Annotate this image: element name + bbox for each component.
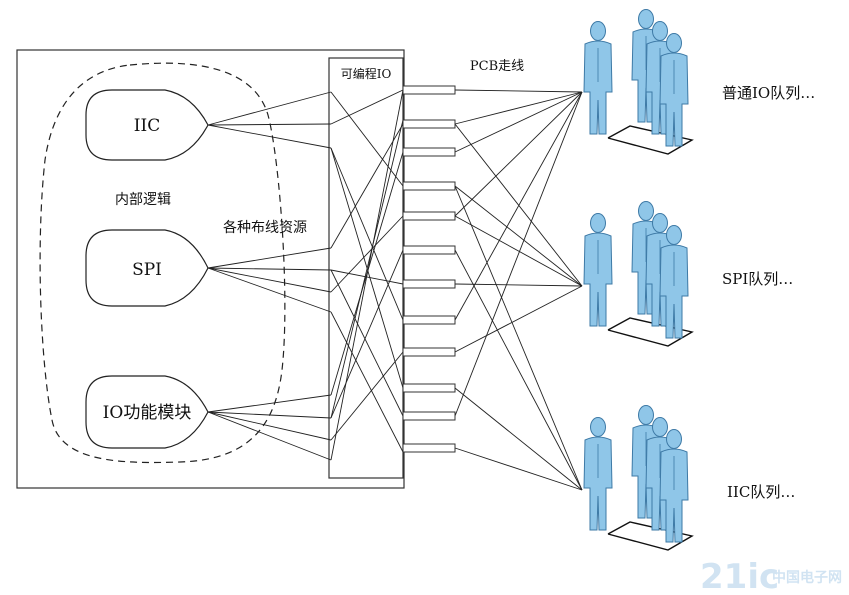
pcb-trace-label: PCB走线: [470, 59, 524, 74]
routing-wire: [207, 411, 332, 419]
io-pins: [402, 85, 456, 453]
spi-block: [85, 229, 209, 307]
io-pin: [402, 411, 456, 421]
routing-wire: [207, 411, 332, 461]
io-pin: [402, 85, 456, 95]
io-pin: [402, 147, 456, 157]
pcb-trace: [454, 283, 583, 287]
io-pin: [402, 315, 456, 325]
io-pin: [402, 211, 456, 221]
io-crossing-wire: [330, 269, 404, 285]
io-crossing-wire: [330, 123, 404, 249]
wires: [207, 89, 583, 491]
pcb-trace: [454, 91, 583, 217]
io-crossing-wire: [330, 311, 404, 453]
io-pin: [402, 181, 456, 191]
person-icon: [583, 21, 613, 135]
queue-group: [607, 521, 694, 551]
routing-resources-label: 各种布线资源: [223, 220, 307, 236]
io-crossing-wire: [330, 249, 404, 419]
programmable-io-column: [328, 57, 404, 479]
io-crossing-wire: [330, 89, 404, 125]
pcb-trace: [454, 387, 583, 491]
queue-group: [607, 125, 694, 155]
routing-wire: [207, 247, 332, 269]
pcb-trace: [454, 91, 583, 321]
io-crossing-wire: [330, 269, 404, 417]
io-pin: [402, 119, 456, 129]
io-pin: [402, 347, 456, 357]
io-pin: [402, 245, 456, 255]
iic-block-label: IIC: [134, 116, 160, 136]
routing-wire: [207, 91, 332, 126]
normal-io-queue-label: 普通IO队列…: [722, 84, 815, 102]
site-logo: 21ic 中国电子网: [700, 557, 842, 595]
io-pin: [402, 383, 456, 393]
routing-wire: [207, 394, 332, 413]
routing-wire: [207, 267, 332, 313]
iic-queue-label: IIC队列…: [727, 483, 795, 501]
pcb-trace: [454, 185, 583, 287]
io-module-block-label: IO功能模块: [103, 403, 192, 423]
io-pin: [402, 279, 456, 289]
pcb-trace: [454, 91, 583, 125]
io-module-block: [85, 375, 209, 449]
routing-wire: [207, 124, 332, 149]
io-crossing-wire: [330, 215, 404, 293]
programmable-io-label: 可编程IO: [341, 66, 392, 81]
pcb-trace: [454, 91, 583, 153]
internal-logic-region: [39, 62, 286, 464]
device-queues: [583, 9, 694, 551]
io-pin: [402, 443, 456, 453]
queue-group: [607, 317, 694, 347]
pcb-trace: [454, 249, 583, 491]
io-crossing-wire: [330, 89, 404, 461]
internal-logic-label: 内部逻辑: [115, 192, 171, 208]
spi-block-label: SPI: [132, 260, 162, 280]
pcb-trace: [454, 123, 583, 287]
iic-block: [85, 89, 209, 161]
io-crossing-wire: [330, 351, 404, 441]
routing-wire: [207, 411, 332, 441]
person-icon: [583, 213, 613, 327]
routing-wire: [207, 267, 332, 271]
io-crossing-wire: [330, 119, 404, 419]
io-crossing-wire: [330, 91, 404, 187]
chip-boundary: [16, 49, 405, 489]
pcb-trace: [454, 185, 583, 491]
routing-wire: [207, 267, 332, 293]
pcb-trace: [454, 89, 583, 93]
watermark-cn: 中国电子网: [772, 569, 842, 586]
routing-wire: [207, 123, 332, 126]
watermark-brand: 21ic: [700, 557, 779, 595]
io-crossing-wire: [330, 147, 404, 321]
spi-queue-label: SPI队列…: [722, 270, 793, 288]
person-icon: [659, 225, 689, 339]
person-icon: [659, 33, 689, 147]
person-icon: [583, 417, 613, 531]
pcb-trace: [454, 285, 583, 353]
pcb-trace: [454, 447, 583, 491]
pcb-trace: [454, 91, 583, 417]
pcb-trace: [454, 215, 583, 287]
person-icon: [659, 429, 689, 543]
